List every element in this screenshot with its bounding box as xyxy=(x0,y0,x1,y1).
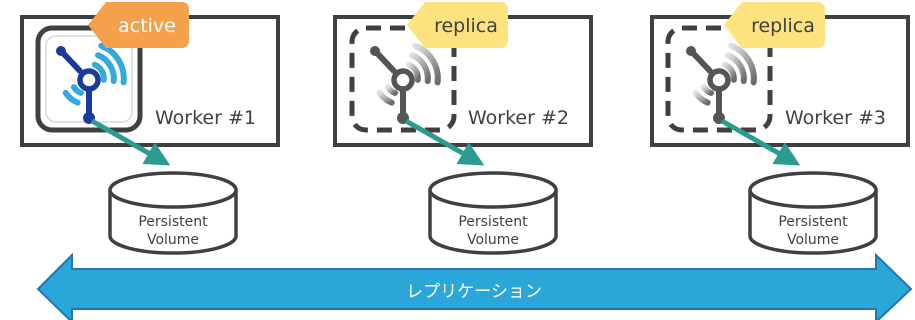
volume-label-line-2: Volume xyxy=(467,232,519,248)
role-tag-shape xyxy=(88,2,189,48)
volume-cylinder-top xyxy=(108,171,238,209)
replication-arrow: レプリケーション xyxy=(36,252,913,320)
role-tag-shape xyxy=(407,2,508,48)
persistent-volume: Persistent Volume xyxy=(108,171,238,255)
role-tag-label: replica xyxy=(434,15,498,37)
role-tag-label: replica xyxy=(751,15,815,37)
replication-arrow-shape xyxy=(36,252,913,320)
node-3: replica Worker #3 Persistent Volume xyxy=(650,2,910,255)
node-2: replica Worker #2 Persistent Volume xyxy=(333,2,593,255)
worker-label: Worker #1 xyxy=(155,107,256,129)
volume-label-line-2: Volume xyxy=(787,232,839,248)
volume-cylinder-top xyxy=(748,171,878,209)
role-tag: active xyxy=(88,2,189,48)
volume-label-line-1: Persistent xyxy=(778,214,848,230)
volume-label-line-1: Persistent xyxy=(458,214,528,230)
volume-label-line-2: Volume xyxy=(147,232,199,248)
role-tag-shape xyxy=(724,2,825,48)
persistent-volume: Persistent Volume xyxy=(428,171,558,255)
volume-link-arrow xyxy=(404,118,485,166)
node-1: active Worker #1 Persistent Volume xyxy=(20,2,280,255)
database-signal-icon xyxy=(56,42,127,118)
volume-link-arrow xyxy=(720,118,801,166)
persistent-volume: Persistent Volume xyxy=(748,171,878,255)
volume-link-arrow xyxy=(90,118,171,166)
worker-label: Worker #2 xyxy=(468,107,569,129)
volume-label-line-1: Persistent xyxy=(138,214,208,230)
role-tag: replica xyxy=(724,2,825,48)
worker-label: Worker #3 xyxy=(785,107,886,129)
database-signal-icon xyxy=(686,42,757,118)
role-tag: replica xyxy=(407,2,508,48)
role-tag-label: active xyxy=(118,15,176,37)
database-signal-icon xyxy=(370,42,441,118)
volume-cylinder-top xyxy=(428,171,558,209)
replication-label: レプリケーション xyxy=(406,282,542,302)
